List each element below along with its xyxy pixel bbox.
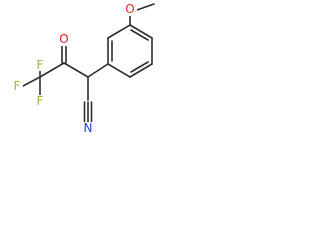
trifluoromethyl-bonds [22, 68, 41, 96]
label-bg-o-carbonyl [57, 33, 71, 46]
ring-inner-double-2 [130, 29, 149, 41]
bond-methine-ring [87, 63, 109, 78]
ring-bond-3 [129, 24, 153, 39]
nitrile-bonds [83, 76, 93, 123]
atom-label-o-carbonyl: O [59, 32, 68, 46]
atom-label-f-top: F [37, 58, 44, 72]
label-bg-f-top [34, 59, 46, 71]
label-bg-n-nitrile [81, 122, 95, 135]
backbone-bonds [39, 44, 109, 78]
label-bg-f-bottom [34, 95, 46, 107]
ring-inner-double-3 [130, 61, 149, 73]
ring-bond-2 [107, 24, 131, 39]
atom-label-n-nitrile: N [84, 121, 93, 135]
bond-cf3-carbonyl [39, 62, 65, 78]
atom-label-o-methoxy: O [125, 2, 134, 16]
ring-bond-5 [129, 63, 153, 78]
label-bg-o-methoxy [123, 3, 137, 16]
bond-methoxy-o-methyl [136, 3, 155, 11]
atom-label-f-left: F [14, 79, 21, 93]
benzene-ring-bonds [107, 24, 153, 78]
bond-cf3-f-left [22, 76, 41, 87]
label-bg-f-left [11, 80, 23, 92]
ring-bond-6 [107, 63, 131, 78]
molecule-structure: F F F O O N [11, 2, 155, 135]
bond-carbonyl-methine [63, 62, 89, 78]
methoxy-bonds [129, 3, 155, 26]
atom-labels: F F F O O N [11, 2, 137, 135]
atom-label-f-bottom: F [37, 94, 44, 108]
